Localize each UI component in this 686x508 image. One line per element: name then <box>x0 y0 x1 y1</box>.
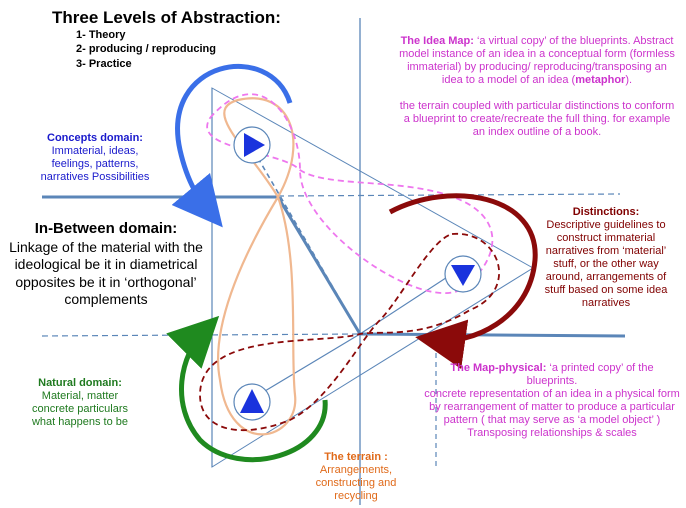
node-concepts <box>233 126 271 164</box>
idea-map-heading: The Idea Map: <box>400 35 474 47</box>
horizontal-axis-bottom-dashed <box>41 333 361 337</box>
idea-map-body: ‘a virtual copy’ of the blueprints. Abst… <box>399 35 675 86</box>
idea-map-text: The Idea Map: ‘a virtual copy’ of the bl… <box>398 35 676 139</box>
in-between-heading: In-Between domain: <box>34 220 178 237</box>
connector-bottom-left <box>249 333 361 401</box>
connector-dashed <box>257 157 361 335</box>
map-physical-body3: Transposing relationships & scales <box>467 426 637 439</box>
natural-domain-text: Natural domain: Material, matter concret… <box>22 377 138 429</box>
idea-map-dashed-loop <box>206 93 494 294</box>
play-right-icon <box>244 133 265 157</box>
idea-map-emphasis: metaphor <box>575 73 626 86</box>
horizontal-axis-bottom <box>359 332 626 338</box>
natural-arc-arrow <box>166 315 328 463</box>
triangle-up-icon <box>240 389 264 413</box>
concepts-domain-text: Concepts domain: Immaterial, ideas, feel… <box>38 132 152 196</box>
distinctions-text: Distinctions: Descriptive guidelines to … <box>536 206 676 310</box>
in-between-domain-text: In-Between domain: Linkage of the materi… <box>2 220 210 309</box>
idea-map-detail: the terrain coupled with particular dist… <box>399 99 675 138</box>
in-between-body: Linkage of the material with the ideolog… <box>9 238 203 308</box>
node-natural <box>233 383 271 421</box>
level-item: 1- Theory <box>76 29 126 41</box>
level-item: 2- producing / reproducing <box>76 43 216 56</box>
terrain-body: Arrangements, constructing and recycling <box>315 463 397 502</box>
map-physical-text: The Map-physical: ‘a printed copy’ of th… <box>424 362 680 440</box>
idea-map-body-end: ). <box>625 73 633 86</box>
terrain-text: The terrain : Arrangements, constructing… <box>300 451 412 503</box>
distinctions-dashed-loop <box>199 233 500 432</box>
distinctions-heading: Distinctions: <box>572 206 640 218</box>
triangle-down-icon <box>451 265 475 286</box>
map-physical-body1: ‘a printed copy’ of the blueprints. <box>526 362 654 387</box>
page-title: Three Levels of Abstraction: <box>52 8 281 27</box>
connector-top <box>276 196 362 335</box>
map-physical-body2: concrete representation of an idea in a … <box>424 387 680 426</box>
distinctions-arc-arrow <box>388 193 538 369</box>
terrain-heading: The terrain : <box>324 451 388 463</box>
abstraction-levels-list: 1- Theory 2- producing / reproducing 3- … <box>76 28 216 71</box>
map-physical-heading: The Map-physical: <box>450 362 547 374</box>
concepts-body: Immaterial, ideas, feelings, patterns, n… <box>40 144 150 183</box>
concepts-arc-arrow <box>171 63 293 228</box>
natural-heading: Natural domain: <box>38 377 122 389</box>
figure-eight-loop <box>216 97 297 436</box>
node-distinctions <box>444 255 482 293</box>
level-item: 3- Practice <box>76 57 132 70</box>
concepts-heading: Concepts domain: <box>47 132 143 144</box>
natural-body: Material, matter concrete particulars wh… <box>31 389 129 428</box>
distinctions-body: Descriptive guidelines to construct imma… <box>544 218 668 309</box>
